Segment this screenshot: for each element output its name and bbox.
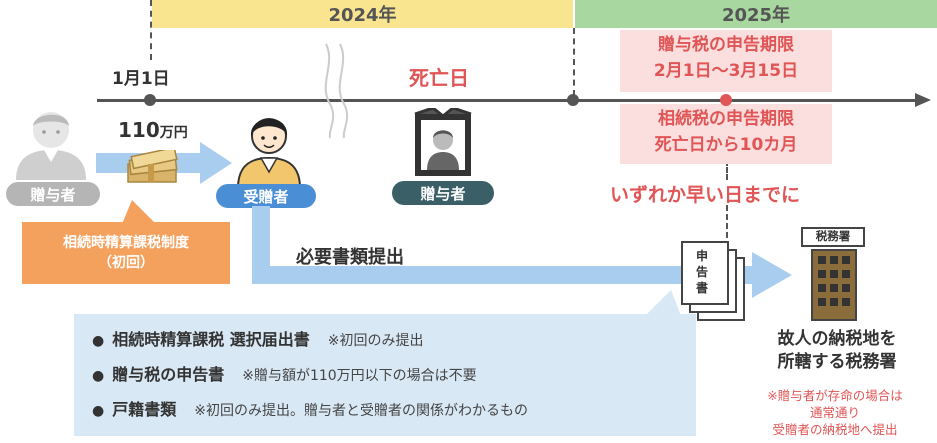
timeline-axis xyxy=(97,99,919,102)
tax-office-description: 故人の納税地を 所轄する税務署 xyxy=(744,328,930,374)
giver-left-tag: 贈与者 xyxy=(6,182,100,206)
tax-form-char-1: 申 xyxy=(695,249,708,263)
document-item: ● 贈与税の申告書 ※贈与額が110万円以下の場合は不要 xyxy=(92,361,477,385)
year-label-2025: 2025年 xyxy=(721,5,791,26)
gift-amount: 110万円 xyxy=(118,118,188,142)
receiver-tag: 受贈者 xyxy=(216,184,316,208)
settlement-system-subtitle: （初回） xyxy=(98,255,154,271)
deadline-dot xyxy=(720,94,732,106)
timeline-arrowhead xyxy=(915,93,931,107)
document-item: ● 戸籍書類 ※初回のみ提出。贈与者と受贈者の関係がわかるもの xyxy=(92,396,528,420)
deadline-to-form-dashed-line xyxy=(726,205,728,247)
tax-office-building-icon xyxy=(801,227,865,321)
documents-panel-tail xyxy=(645,290,681,316)
submission-arrow xyxy=(252,206,792,298)
document-note: ※初回のみ提出。贈与者と受贈者の関係がわかるもの xyxy=(194,403,528,419)
settlement-system-box: 相続時精算課税制度 （初回） xyxy=(22,222,230,284)
settlement-system-title: 相続時精算課税制度 xyxy=(63,234,189,251)
year-boundary-dashed-line xyxy=(573,28,575,96)
person-gray-icon xyxy=(16,112,86,180)
giver-deceased-tag: 贈与者 xyxy=(392,181,494,205)
tax-office-note-line3: 受贈者の納税地へ提出 xyxy=(772,421,898,437)
year-band-2024: 2024年 xyxy=(152,0,573,28)
document-stack-icon xyxy=(681,241,745,321)
jan1-label: 1月1日 xyxy=(112,69,170,89)
tax-office-note: ※贈与者が存命の場合は 通常通り 受贈者の納税地へ提出 xyxy=(736,388,934,439)
document-note: ※贈与額が110万円以下の場合は不要 xyxy=(242,368,477,384)
submission-label: 必要書類提出 xyxy=(296,247,404,268)
deadline-note: いずれか早い日までに xyxy=(610,184,801,206)
gift-amount-value: 110 xyxy=(118,118,160,142)
gift-amount-unit: 万円 xyxy=(159,125,188,141)
system-box-tail xyxy=(122,200,156,224)
year-label-2024: 2024年 xyxy=(328,5,397,26)
giver-left-label: 贈与者 xyxy=(30,185,76,204)
inheritance-tax-deadline-title: 相続税の申告期限 xyxy=(658,109,794,129)
document-title: 戸籍書類 xyxy=(112,400,177,419)
documents-panel xyxy=(74,314,696,436)
inheritance-tax-deadline-period: 死亡日から10カ月 xyxy=(654,135,798,156)
deadline-connector-dashed-line xyxy=(726,160,728,180)
tax-office-note-line2: 通常通り xyxy=(809,404,860,420)
tax-form-label: 申 告 書 xyxy=(689,248,715,297)
document-item: ● 相続時精算課税 選択届出書 ※初回のみ提出 xyxy=(92,326,424,350)
jan1-dashed-line xyxy=(150,0,152,60)
document-note: ※初回のみ提出 xyxy=(327,333,424,349)
tax-office-line2: 所轄する税務署 xyxy=(777,351,897,372)
year-band-2025: 2025年 xyxy=(575,0,937,28)
gift-tax-deadline-box: 贈与税の申告期限 2月1日～3月15日 xyxy=(620,30,832,92)
tax-form-char-3: 書 xyxy=(695,281,708,296)
gift-tax-deadline-title: 贈与税の申告期限 xyxy=(658,35,794,55)
receiver-label: 受贈者 xyxy=(243,187,289,206)
death-day-label: 死亡日 xyxy=(409,66,469,90)
money-bundle-icon xyxy=(127,150,178,183)
document-title: 相続時精算課税 選択届出書 xyxy=(112,330,310,349)
gift-tax-deadline-period: 2月1日～3月15日 xyxy=(653,61,799,82)
giver-deceased-label: 贈与者 xyxy=(420,184,466,203)
memorial-portrait-icon xyxy=(414,108,472,176)
year-boundary-dot xyxy=(567,94,579,106)
document-title: 贈与税の申告書 xyxy=(112,365,225,384)
tax-office-line1: 故人の納税地を xyxy=(777,329,897,349)
time-break-squiggle xyxy=(324,43,349,139)
inheritance-tax-deadline-box: 相続税の申告期限 死亡日から10カ月 xyxy=(620,104,832,164)
tax-form-char-2: 告 xyxy=(695,265,708,280)
jan1-dot xyxy=(144,94,156,106)
person-receiver-icon xyxy=(236,118,302,188)
tax-office-note-line1: ※贈与者が存命の場合は xyxy=(767,388,903,403)
tax-office-sign: 税務署 xyxy=(815,229,851,243)
